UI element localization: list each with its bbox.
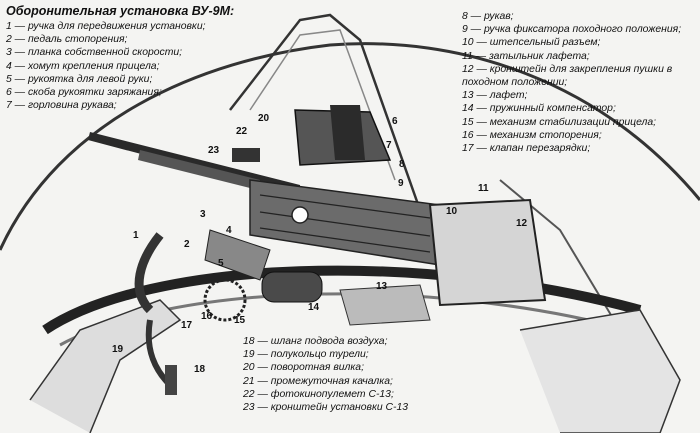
callout-number: 5 — [218, 258, 224, 269]
callout-number: 4 — [226, 225, 232, 236]
callout-number: 16 — [201, 311, 213, 322]
diagram-title: Оборонительная установка ВУ-9М: — [6, 4, 235, 18]
legend-item: 3 — планка собственной скорости; — [6, 47, 183, 59]
legend-item: 5 — рукоятка для левой руки; — [6, 73, 153, 85]
callout-number: 3 — [200, 209, 206, 220]
legend-item: 18 — шланг подвода воздуха; — [243, 336, 388, 347]
cradle-end-plate — [428, 198, 547, 307]
callout-number: 7 — [386, 140, 392, 151]
canopy-inner-frame — [249, 29, 396, 181]
callout-number: 2 — [184, 239, 190, 250]
legend-item: 10 — штепсельный разъем; — [462, 37, 601, 49]
turret-half-ring — [42, 265, 642, 335]
spring-compensator — [261, 271, 323, 303]
callout-number: 14 — [308, 302, 320, 313]
legend-item: 7 — горловина рукава; — [6, 100, 117, 112]
canopy-arc — [0, 42, 700, 251]
canopy-frame — [229, 13, 422, 211]
ammo-chute-strap — [330, 105, 365, 160]
callout-number: 15 — [234, 315, 246, 326]
gun-body-lines — [259, 194, 431, 253]
callout-number: 11 — [478, 183, 489, 194]
callout-number: 8 — [399, 159, 405, 170]
camera-gun-s13 — [232, 148, 260, 162]
left-hand-grip-assembly — [204, 229, 271, 281]
handle-1 — [134, 232, 164, 314]
callout-number: 19 — [112, 344, 124, 355]
legend-item: 17 — клапан перезарядки; — [462, 143, 591, 155]
legend-item: 16 — механизм стопорения; — [462, 129, 602, 141]
callout-number: 10 — [446, 206, 458, 217]
legend-item: 14 — пружинный компенсатор; — [462, 103, 616, 115]
legend-item: 12 — кронштейн для закрепления пушки в п… — [462, 63, 673, 89]
legend-item: 20 — поворотная вилка; — [243, 362, 364, 374]
callout-number: 13 — [376, 281, 388, 292]
legend-item: 15 — механизм стабилизации прицела; — [462, 116, 657, 128]
legend-item: 22 — фотокинопулемет С-13; — [243, 388, 394, 400]
legend-item: 2 — педаль стопорения; — [6, 34, 128, 46]
legend-item: 21 — промежуточная качалка; — [243, 375, 393, 387]
callout-number: 20 — [258, 113, 270, 124]
gun-body — [249, 179, 441, 266]
sight-stabilizer-gear — [203, 278, 247, 322]
legend-item: 1 — ручка для передвижения установки; — [6, 21, 206, 32]
turret-base-left — [29, 299, 182, 433]
callout-number: 18 — [194, 364, 206, 375]
gun-carriage — [339, 284, 431, 326]
callout-number: 12 — [516, 218, 528, 229]
legend-item: 13 — лафет; — [462, 90, 528, 102]
legend-item: 4 — хомут крепления прицела; — [6, 60, 160, 72]
legend-item: 19 — полукольцо турели; — [243, 349, 369, 361]
barrel-jacket — [138, 150, 260, 190]
turret-base-right — [519, 309, 681, 433]
callout-number: 22 — [236, 126, 248, 137]
legend-item: 6 — скоба рукоятки заряжания; — [6, 87, 162, 99]
air-hose-fitting — [165, 365, 177, 395]
legend-bottom: 18 — шланг подвода воздуха; 19 — полуколь… — [243, 335, 408, 414]
callout-number: 6 — [392, 116, 398, 127]
legend-right: 8 — рукав; 9 — ручка фиксатора походного … — [462, 10, 698, 155]
callout-number: 9 — [398, 178, 404, 189]
gun-knob — [291, 206, 309, 224]
legend-item: 23 — кронштейн установки С-13 — [243, 402, 409, 414]
callout-number: 23 — [208, 145, 220, 156]
callout-number: 17 — [181, 320, 193, 331]
legend-item: 9 — ручка фиксатора походного положения; — [462, 24, 682, 36]
legend-item: 8 — рукав; — [462, 11, 514, 22]
callout-number: 1 — [133, 230, 139, 241]
legend-left: 1 — ручка для передвижения установки; 2 —… — [6, 20, 206, 112]
legend-item: 11 — затыльник лафета; — [462, 50, 590, 62]
